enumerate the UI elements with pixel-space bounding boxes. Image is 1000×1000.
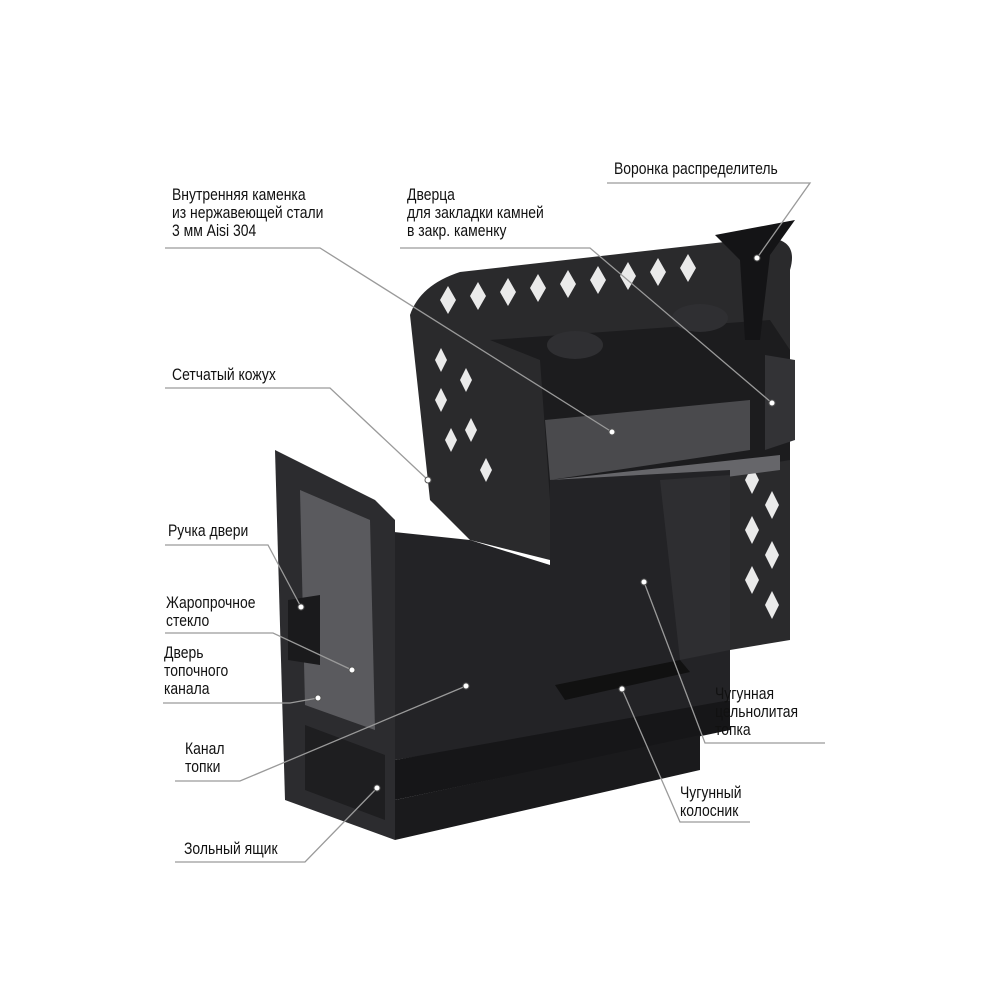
- label-line: в закр. каменку: [407, 221, 507, 240]
- label-glass: Жаропрочное стекло: [166, 594, 256, 630]
- label-line: топочного: [164, 661, 229, 680]
- door-handle: [288, 595, 320, 665]
- label-line: Ручка двери: [168, 521, 249, 540]
- label-line: Воронка распределитель: [614, 159, 778, 178]
- label-line: канала: [164, 679, 210, 698]
- label-fire-channel: Канал топки: [185, 740, 224, 776]
- label-line: цельнолитая: [715, 702, 799, 721]
- label-line: Жаропрочное: [166, 593, 256, 612]
- grate: [555, 660, 690, 700]
- label-line: Внутренняя каменка: [172, 185, 306, 204]
- label-line: топка: [715, 720, 751, 739]
- stone-door: [765, 355, 795, 450]
- glass: [300, 490, 375, 730]
- label-line: колосник: [680, 801, 739, 820]
- label-line: Сетчатый кожух: [172, 365, 276, 384]
- label-mesh-casing: Сетчатый кожух: [172, 366, 276, 384]
- label-line: стекло: [166, 611, 210, 630]
- label-line: для закладки камней: [407, 203, 544, 222]
- label-firebox-door: Дверь топочного канала: [164, 644, 228, 698]
- label-ash-box: Зольный ящик: [184, 840, 278, 858]
- label-grate: Чугунный колосник: [680, 784, 742, 820]
- label-door-handle: Ручка двери: [168, 522, 248, 540]
- label-line: Канал: [185, 739, 225, 758]
- label-line: Чугунный: [680, 783, 742, 802]
- label-line: Дверь: [164, 643, 204, 662]
- ash-box: [305, 725, 385, 820]
- leader-lines: [163, 182, 825, 863]
- funnel: [715, 220, 795, 340]
- leader-dots: [297, 254, 776, 792]
- label-stone-door: Дверца для закладки камней в закр. камен…: [407, 186, 544, 240]
- label-line: топки: [185, 757, 221, 776]
- label-inner-heater: Внутренняя каменка из нержавеющей стали …: [172, 186, 323, 240]
- label-funnel: Воронка распределитель: [614, 160, 778, 178]
- label-line: из нержавеющей стали: [172, 203, 324, 222]
- label-line: Дверца: [407, 185, 455, 204]
- label-line: 3 мм Aisi 304: [172, 221, 257, 240]
- label-cast-firebox: Чугунная цельнолитая топка: [715, 685, 798, 739]
- mesh-pattern: [435, 254, 779, 619]
- label-line: Зольный ящик: [184, 839, 278, 858]
- label-line: Чугунная: [715, 684, 775, 703]
